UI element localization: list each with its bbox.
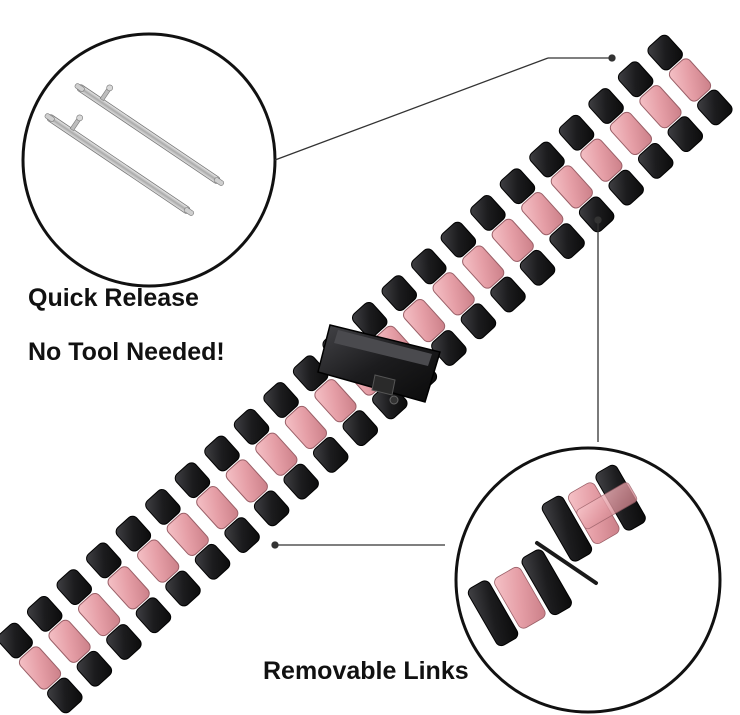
band-link: [558, 114, 644, 206]
band-link: [174, 462, 260, 553]
band-link: [617, 61, 704, 153]
band-link: [204, 435, 290, 527]
removable-links-caption: Removable Links: [263, 657, 469, 685]
clasp-icon: [317, 324, 441, 405]
band-link: [588, 88, 674, 179]
band-link: [411, 248, 497, 340]
band-link: [529, 141, 615, 233]
quick-release-caption: Quick Release: [28, 284, 199, 312]
band-link: [233, 408, 319, 500]
band-link: [115, 515, 201, 607]
band-link: [381, 275, 467, 366]
callout-lines: [271, 54, 616, 549]
spring-bar-icon: [44, 83, 225, 216]
quick-release-circle: [21, 32, 277, 288]
band-link: [56, 569, 142, 660]
band-link: [145, 489, 231, 580]
no-tool-caption: No Tool Needed!: [28, 338, 225, 366]
band-link: [499, 168, 585, 259]
band-link: [647, 34, 733, 126]
band-link: [86, 542, 172, 634]
removable-links-circle: [454, 446, 722, 714]
band-link: [470, 195, 556, 286]
band-link: [26, 595, 113, 687]
band-link: [263, 382, 349, 473]
removable-link-image: [467, 464, 646, 647]
band-link: [440, 221, 526, 313]
band-link: [0, 622, 83, 714]
